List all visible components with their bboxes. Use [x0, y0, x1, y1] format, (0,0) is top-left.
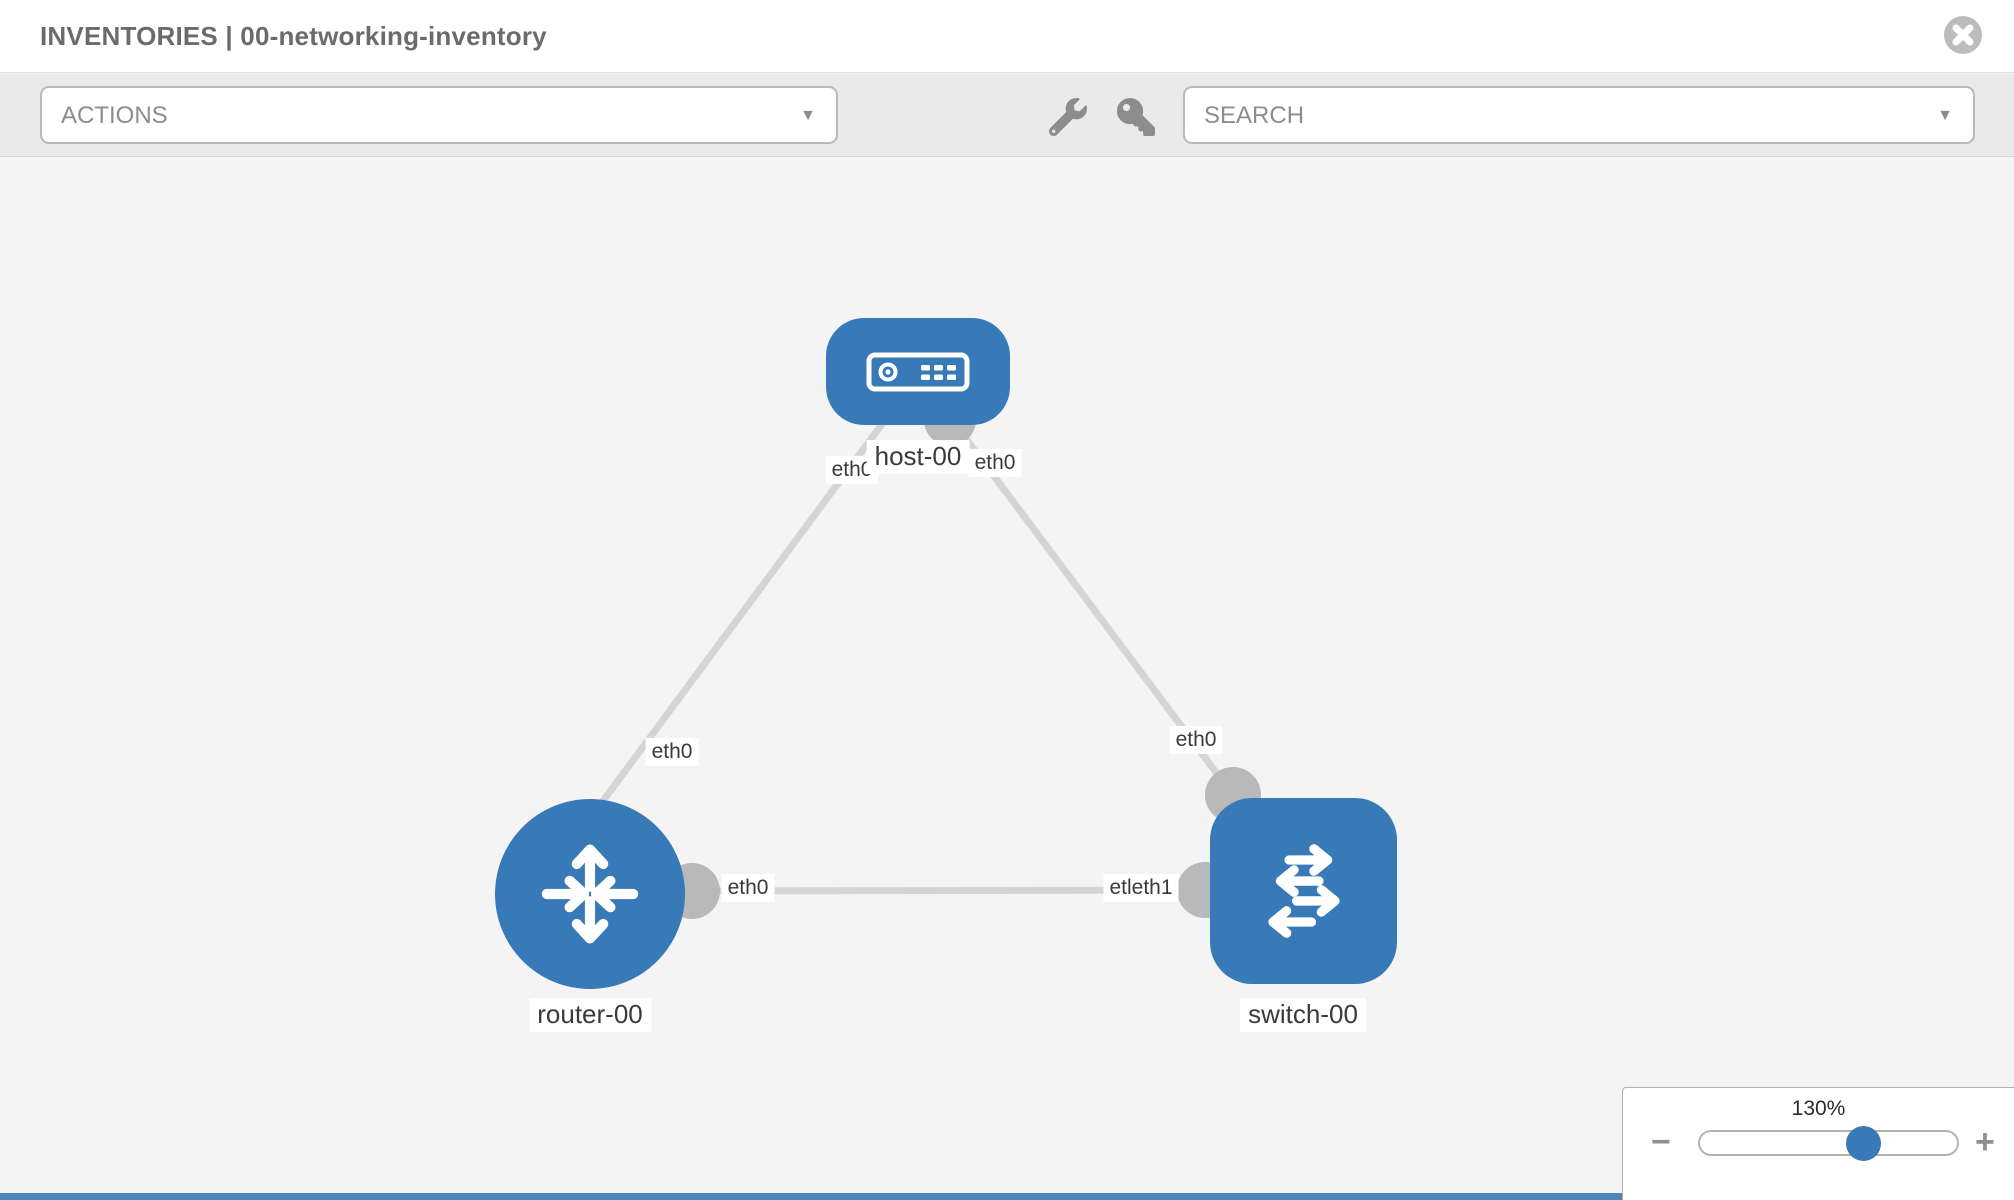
zoom-in-button[interactable]: +	[1975, 1123, 1995, 1161]
page-title: INVENTORIES | 00-networking-inventory	[40, 21, 547, 51]
node-router-00[interactable]	[495, 799, 685, 989]
wrench-icon	[1048, 97, 1087, 137]
toolbar: ACTIONS ▼ SEARCH ▼	[0, 74, 2014, 157]
node-switch-00[interactable]	[1210, 798, 1397, 984]
router-icon	[541, 844, 639, 944]
interface-label: eth0	[645, 737, 699, 767]
zoom-control-panel: 130% − +	[1622, 1087, 2014, 1200]
bottom-accent-bar	[0, 1193, 1622, 1200]
zoom-slider-thumb[interactable]	[1846, 1126, 1881, 1161]
chevron-down-icon: ▼	[1937, 107, 1953, 124]
configure-button[interactable]	[1048, 97, 1087, 137]
interface-label: eth0	[968, 448, 1022, 478]
interface-label: etleth1	[1103, 873, 1179, 903]
interface-label: eth0	[1169, 725, 1223, 755]
chevron-down-icon: ▼	[800, 107, 816, 124]
topology-viewport[interactable]: eth0 eth0 eth0 eth0 eth0 etleth1 host-00…	[0, 158, 2014, 1200]
interface-label: eth0	[721, 873, 775, 903]
node-label-router: router-00	[529, 998, 651, 1032]
node-label-switch: switch-00	[1240, 998, 1366, 1032]
key-icon	[1117, 98, 1155, 136]
topology-canvas	[597, 394, 1261, 919]
zoom-percent-label: 130%	[1791, 1097, 1846, 1120]
host-icon	[866, 352, 970, 391]
zoom-out-button[interactable]: −	[1651, 1123, 1671, 1161]
actions-dropdown[interactable]: ACTIONS ▼	[40, 86, 838, 144]
search-placeholder: SEARCH	[1204, 102, 1305, 129]
zoom-slider[interactable]	[1698, 1126, 1959, 1161]
node-label-host: host-00	[866, 440, 970, 474]
close-button[interactable]	[1944, 16, 1982, 54]
close-icon	[1952, 24, 1974, 46]
header: INVENTORIES | 00-networking-inventory	[0, 0, 2014, 73]
credentials-button[interactable]	[1117, 98, 1155, 136]
search-dropdown[interactable]: SEARCH ▼	[1183, 86, 1975, 144]
node-host-00[interactable]	[826, 318, 1010, 425]
switch-icon	[1267, 844, 1340, 938]
actions-dropdown-label: ACTIONS	[61, 102, 168, 129]
